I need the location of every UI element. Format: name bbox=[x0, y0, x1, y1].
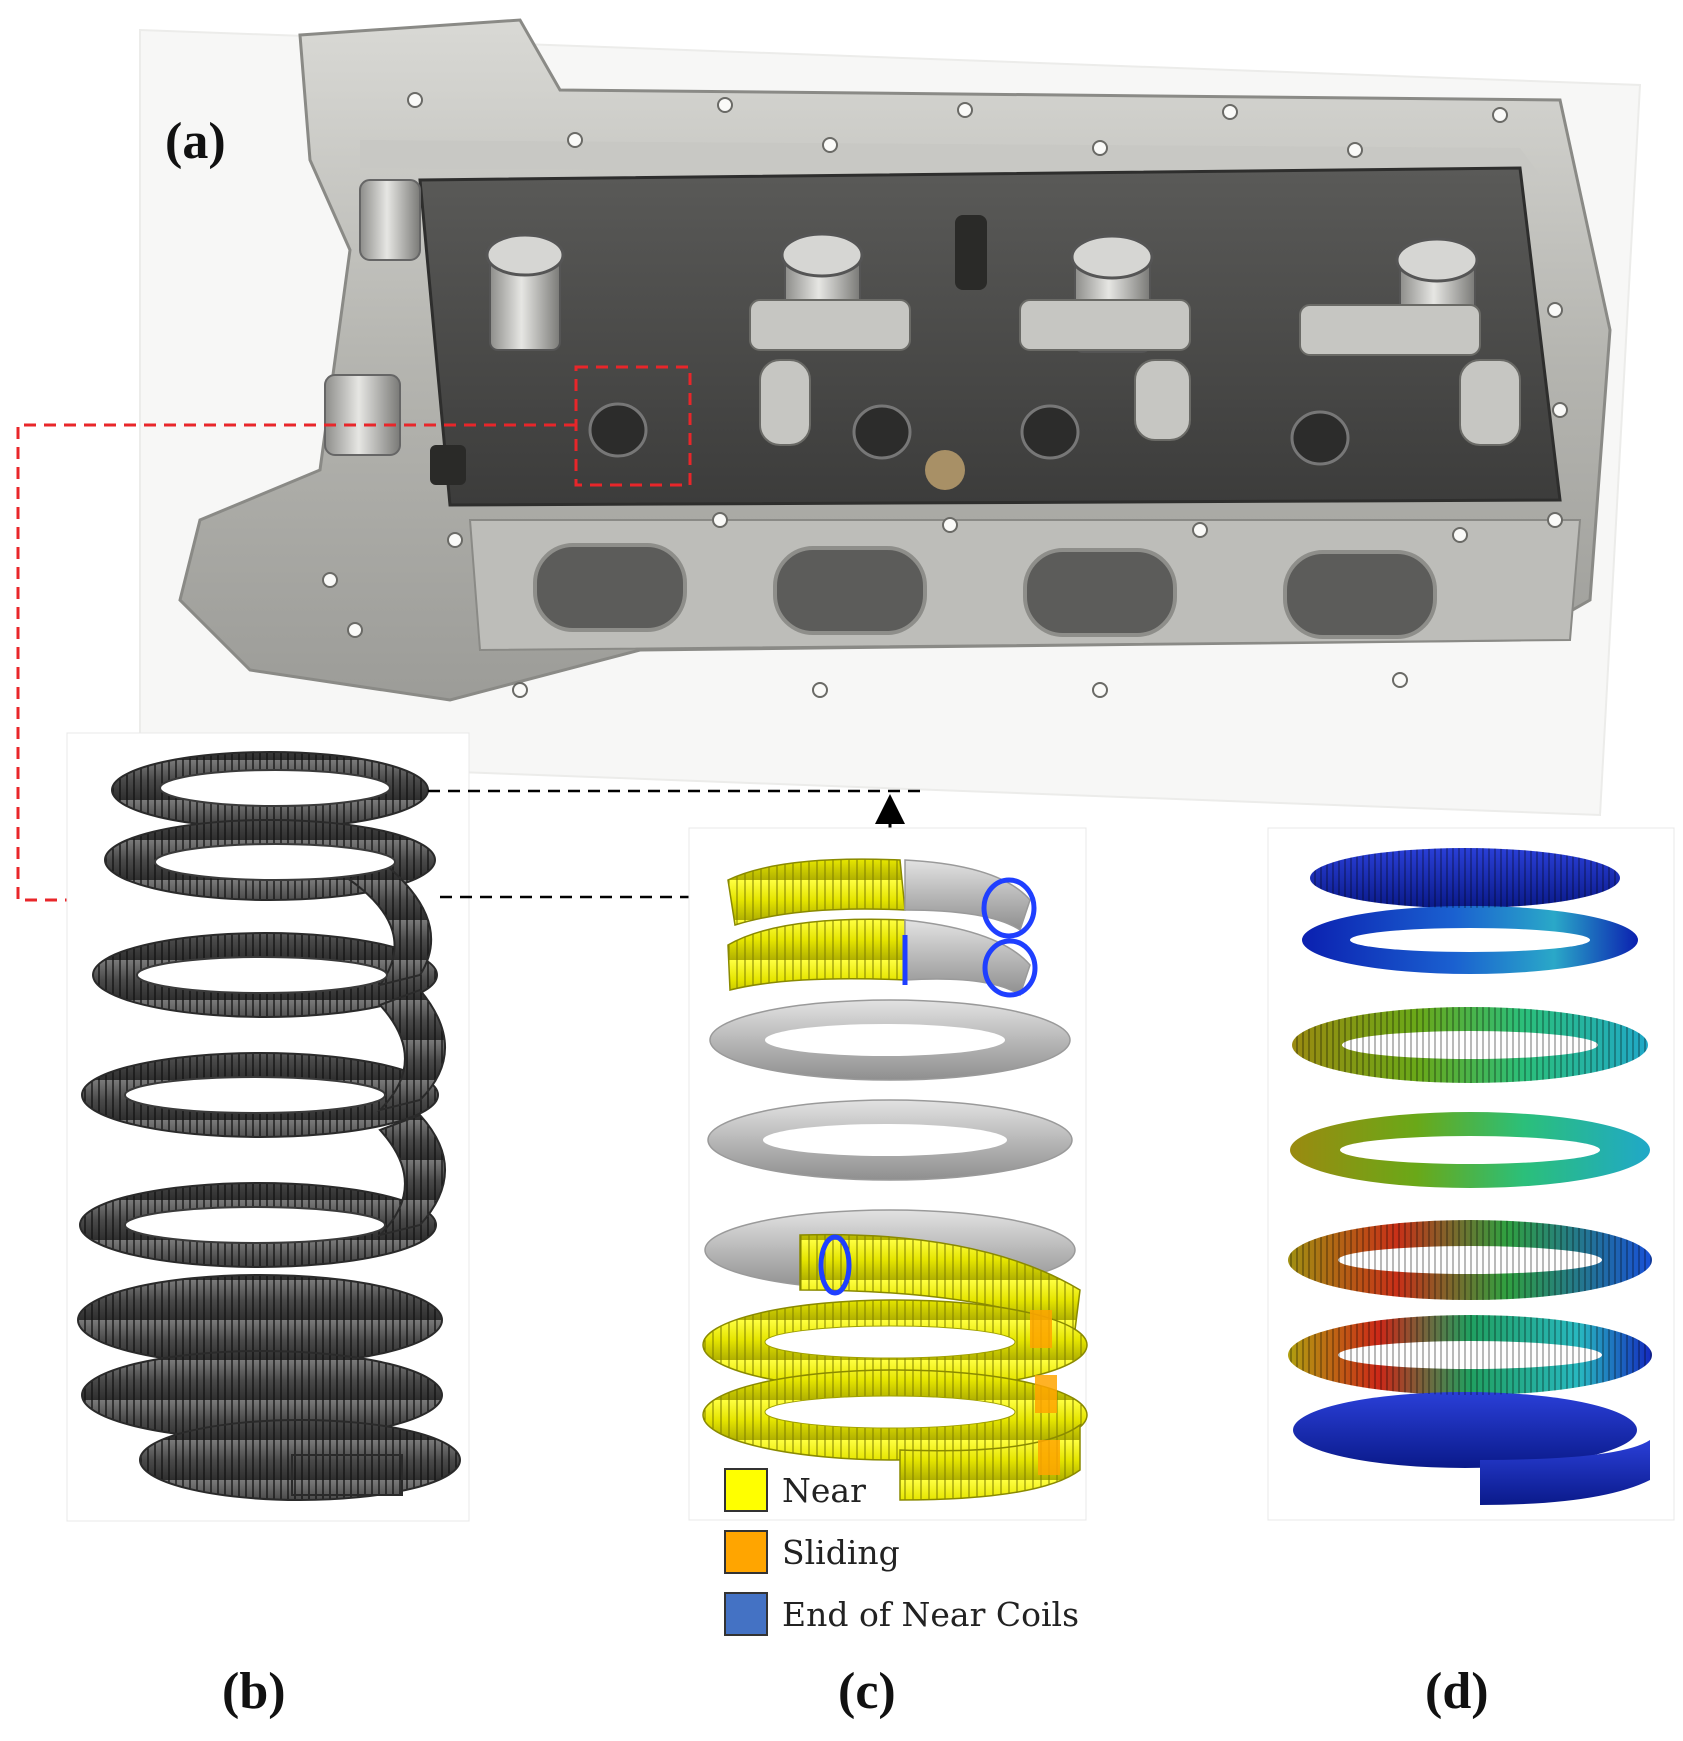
cylinder-head-photo bbox=[139, 18, 1642, 817]
spring-contact-status bbox=[688, 827, 1088, 1521]
legend-item-near: Near bbox=[724, 1468, 866, 1512]
legend-item-end-of-near-coils: End of Near Coils bbox=[724, 1592, 1079, 1636]
panel-label-c: (c) bbox=[838, 1663, 896, 1720]
panel-label-b: (b) bbox=[222, 1663, 286, 1720]
panel-label-a: (a) bbox=[165, 113, 226, 170]
spring-stress-distribution bbox=[1267, 827, 1675, 1521]
legend-swatch-sliding bbox=[724, 1530, 768, 1574]
panel-label-d: (d) bbox=[1425, 1663, 1489, 1720]
legend-label-near: Near bbox=[782, 1470, 866, 1510]
legend-item-sliding: Sliding bbox=[724, 1530, 900, 1574]
legend-swatch-end bbox=[724, 1592, 768, 1636]
legend-label-end: End of Near Coils bbox=[782, 1594, 1080, 1634]
legend-label-sliding: Sliding bbox=[782, 1532, 900, 1572]
spring-mesh-model bbox=[66, 732, 470, 1522]
legend-swatch-near bbox=[724, 1468, 768, 1512]
